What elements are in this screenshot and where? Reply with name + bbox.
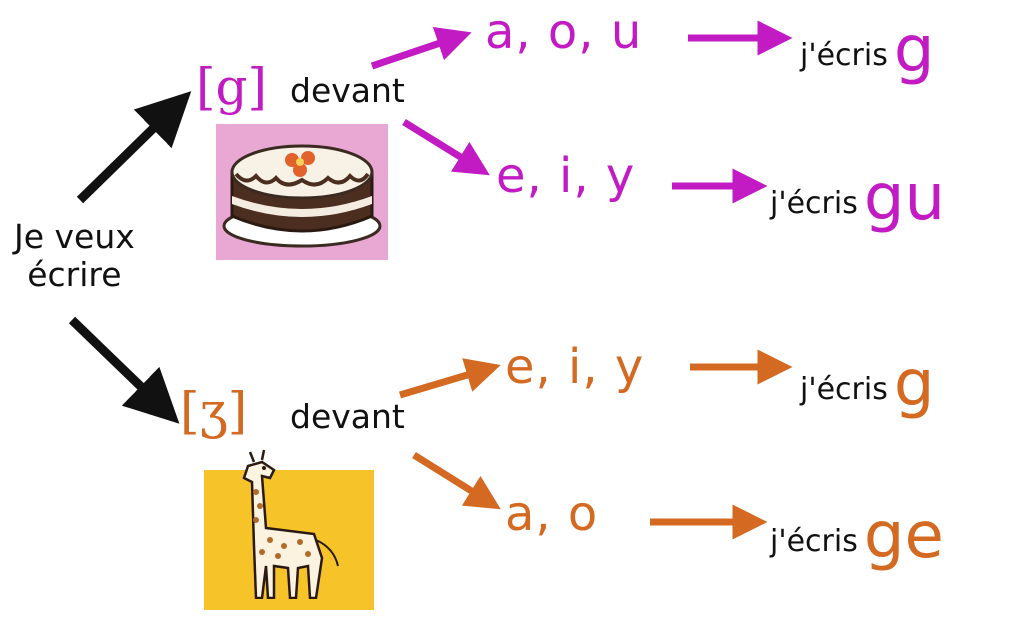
rule-g2-output: j'écrisgu [770,166,945,230]
root-line1: Je veux [14,217,135,256]
rule-j1-output: j'écrisg [800,352,934,416]
cake-illustration [216,124,388,260]
phoneme-g: [g] [196,58,268,116]
rule-g1-letters: a, o, u [485,4,643,60]
giraffe-icon [242,449,339,599]
rule-g1-jecris: j'écris [800,38,888,73]
rule-j2-letters: a, o [505,486,599,542]
arrow-g-to-aou [370,27,472,70]
arrow-g-to-eiy [402,119,490,176]
arrow-j-to-ao [412,452,501,510]
root-line2: écrire [27,254,122,294]
rule-g2-letters: e, i, y [496,148,636,204]
phoneme-j: [ʒ] [180,382,248,440]
arrow-j-to-eiy [399,358,501,399]
rule-j2-jecris: j'écris [770,524,858,559]
rule-j2-result: ge [863,499,944,573]
root-label: Je veux écrire [14,218,135,294]
rule-j1-letters: e, i, y [505,339,645,395]
rule-j1-result: g [893,347,935,421]
arrow-root-to-g [76,91,192,204]
devant-j: devant [290,397,405,436]
rule-g1-output: j'écrisg [800,18,934,82]
rule-g1-result: g [893,13,935,87]
rule-g2-result: gu [863,161,946,235]
giraffe-illustration [204,449,374,610]
rule-j1-jecris: j'écris [800,372,888,407]
cake-icon [222,144,382,248]
devant-g: devant [290,71,405,110]
rule-j2-output: j'écrisge [770,504,944,568]
arrow-root-to-j [68,316,180,424]
rule-g2-jecris: j'écris [770,186,858,221]
